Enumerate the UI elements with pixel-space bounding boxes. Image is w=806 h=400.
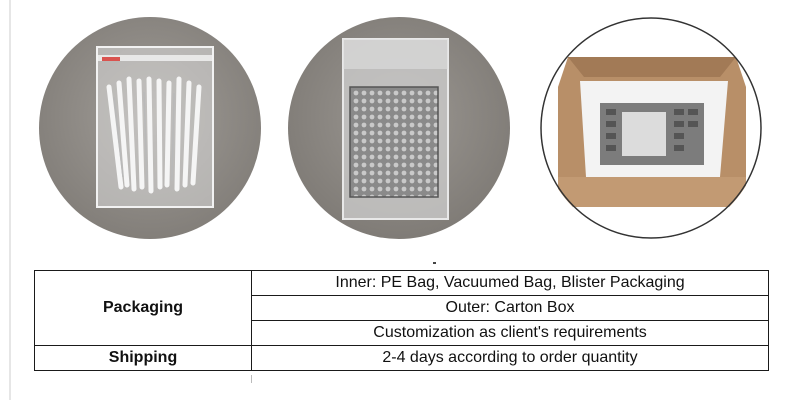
packaging-label: Packaging: [34, 270, 252, 346]
table-row: Packaging Inner: PE Bag, Vacuumed Bag, B…: [34, 270, 769, 346]
left-edge-rule: [9, 0, 11, 400]
packaging-shipping-table: Packaging Inner: PE Bag, Vacuumed Bag, B…: [34, 270, 769, 371]
table-row: Outer: Carton Box: [35, 295, 769, 321]
shipping-label: Shipping: [34, 345, 252, 371]
stray-mark: [433, 262, 436, 264]
shipping-value: 2-4 days according to order quantity: [251, 345, 769, 371]
table-row: Shipping 2-4 days according to order qua…: [34, 345, 769, 371]
table-tick-mark: [251, 375, 252, 383]
packaging-inner-value: Inner: PE Bag, Vacuumed Bag, Blister Pac…: [251, 270, 769, 296]
table-row: Customization as client's requirements: [35, 320, 769, 346]
vacuum-bag-photo: [288, 17, 510, 239]
packaging-custom-value: Customization as client's requirements: [251, 320, 769, 346]
packaging-outer-value: Outer: Carton Box: [251, 295, 769, 321]
pe-bag-photo: [39, 17, 261, 239]
carton-box-photo: [540, 17, 762, 239]
